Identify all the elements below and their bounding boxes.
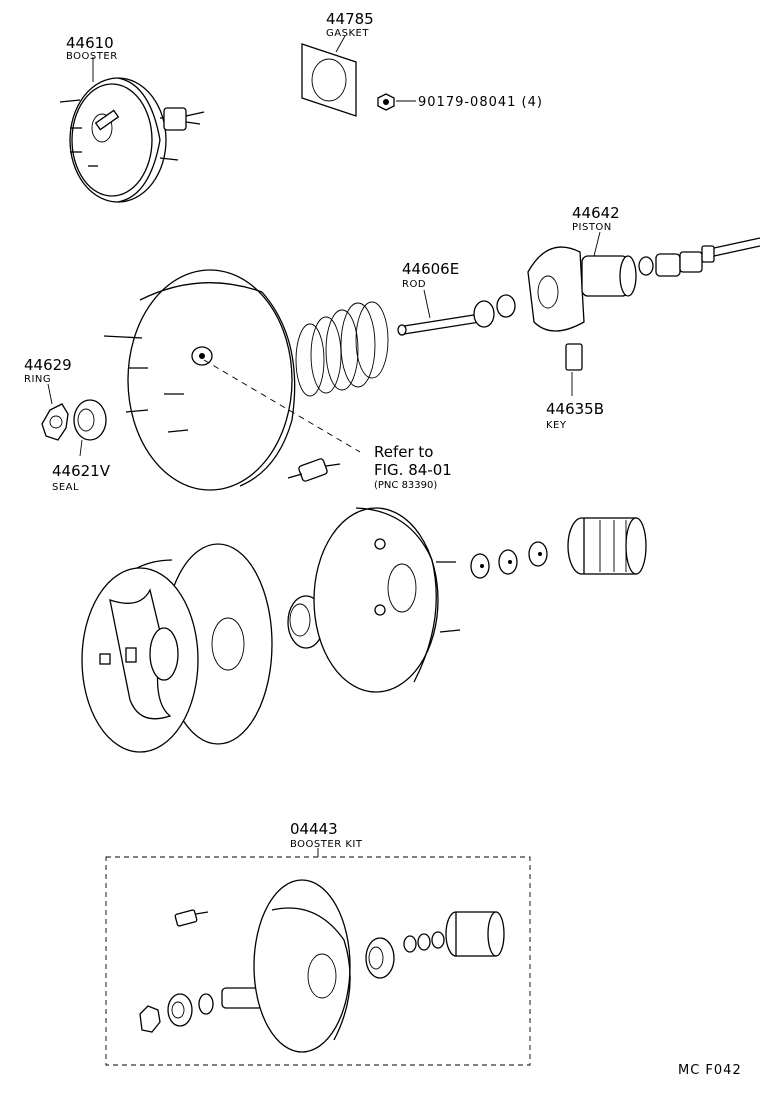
gasket-part-name: GASKET <box>326 28 369 39</box>
piston-part-name: PISTON <box>572 222 612 233</box>
nut-part-number: 90179-08041 (4) <box>418 95 543 110</box>
booster-part-name: BOOSTER <box>66 51 118 62</box>
ring-part-name: RING <box>24 374 51 385</box>
rod-drawing <box>397 289 516 336</box>
key-part-number: 44635B <box>546 400 604 418</box>
reaction-discs-drawing <box>470 541 548 579</box>
seal-part-number: 44621V <box>52 462 111 480</box>
reference-line-1: Refer to <box>374 443 433 461</box>
rod-part-name: ROD <box>402 279 426 290</box>
key-drawing <box>565 343 583 396</box>
diaphragm-plate-drawing <box>81 567 199 753</box>
gasket-part-number: 44785 <box>326 10 374 28</box>
booster-part-number: 44610 <box>66 34 114 52</box>
check-valve-drawing <box>287 458 341 482</box>
booster-kit-part-number: 04443 <box>290 820 338 838</box>
seal-drawing <box>73 399 107 457</box>
seal-part-name: SEAL <box>52 482 79 493</box>
booster-assembly-drawing <box>59 57 205 203</box>
piston-drawing <box>527 231 637 332</box>
booster-front-shell-drawing <box>103 269 296 491</box>
piston-part-number: 44642 <box>572 204 620 222</box>
reference-leader-line <box>203 359 361 453</box>
bellows-boot-drawing <box>567 517 647 575</box>
reference-line-3: (PNC 83390) <box>374 480 437 491</box>
ring-drawing <box>41 383 69 441</box>
spring-drawing <box>295 301 389 397</box>
ring-part-number: 44629 <box>24 356 72 374</box>
gasket-drawing <box>301 35 357 117</box>
nut-drawing <box>377 93 416 111</box>
reference-line-2: FIG. 84-01 <box>374 461 452 479</box>
booster-kit-part-name: BOOSTER KIT <box>290 839 363 850</box>
key-part-name: KEY <box>546 420 567 431</box>
push-rod-drawing <box>638 237 761 277</box>
rod-part-number: 44606E <box>402 260 459 278</box>
booster-rear-shell-drawing <box>313 507 461 693</box>
booster-kit-contents-drawing <box>139 879 505 1053</box>
figure-code: MC F042 <box>678 1063 742 1078</box>
